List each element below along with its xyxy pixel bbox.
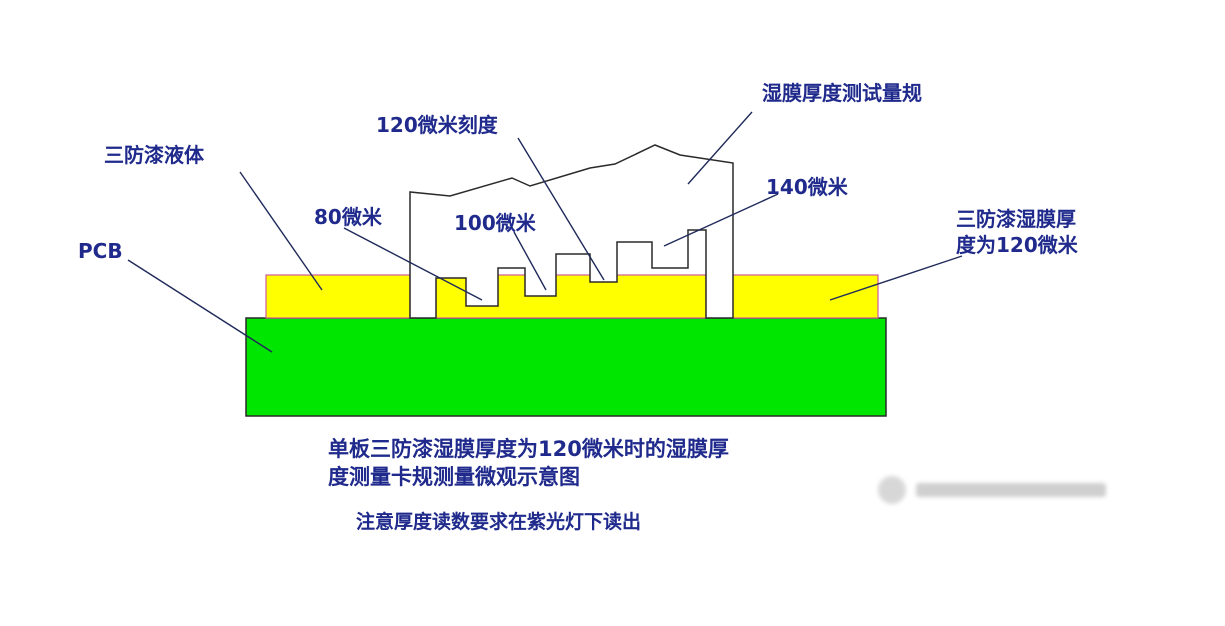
leader-film-thickness <box>829 255 963 301</box>
label-140: 140微米 <box>766 175 849 199</box>
label-100: 100微米 <box>454 211 537 235</box>
leader-pcb <box>127 259 273 353</box>
watermark <box>878 474 1128 506</box>
caption-note: 注意厚度读数要求在紫光灯下读出 <box>356 510 641 533</box>
coating-layer-right <box>731 274 879 319</box>
label-coating-liquid: 三防漆液体 <box>104 143 205 167</box>
leader-120-tick <box>517 137 605 281</box>
caption-line-1: 单板三防漆湿膜厚度为120微米时的湿膜厚 <box>328 437 729 461</box>
label-film-thickness-line1: 三防漆湿膜厚 <box>956 207 1076 231</box>
leader-gauge <box>687 111 753 185</box>
label-80: 80微米 <box>314 205 383 229</box>
leader-100 <box>513 231 547 291</box>
caption-line-2: 度测量卡规测量微观示意图 <box>328 465 580 489</box>
label-film-thickness-line2: 度为120微米 <box>956 233 1079 257</box>
label-120-tick: 120微米刻度 <box>376 113 499 137</box>
leader-coating-liquid <box>239 171 323 291</box>
label-gauge: 湿膜厚度测试量规 <box>762 81 922 105</box>
wechat-watermark-icon <box>878 476 906 504</box>
coating-layer-left <box>265 274 411 319</box>
leader-80 <box>343 227 483 301</box>
pcb-board <box>245 317 887 417</box>
watermark-text-blur <box>916 483 1106 497</box>
leader-140 <box>663 193 779 247</box>
label-pcb: PCB <box>78 239 123 263</box>
thickness-gauge <box>409 144 734 319</box>
